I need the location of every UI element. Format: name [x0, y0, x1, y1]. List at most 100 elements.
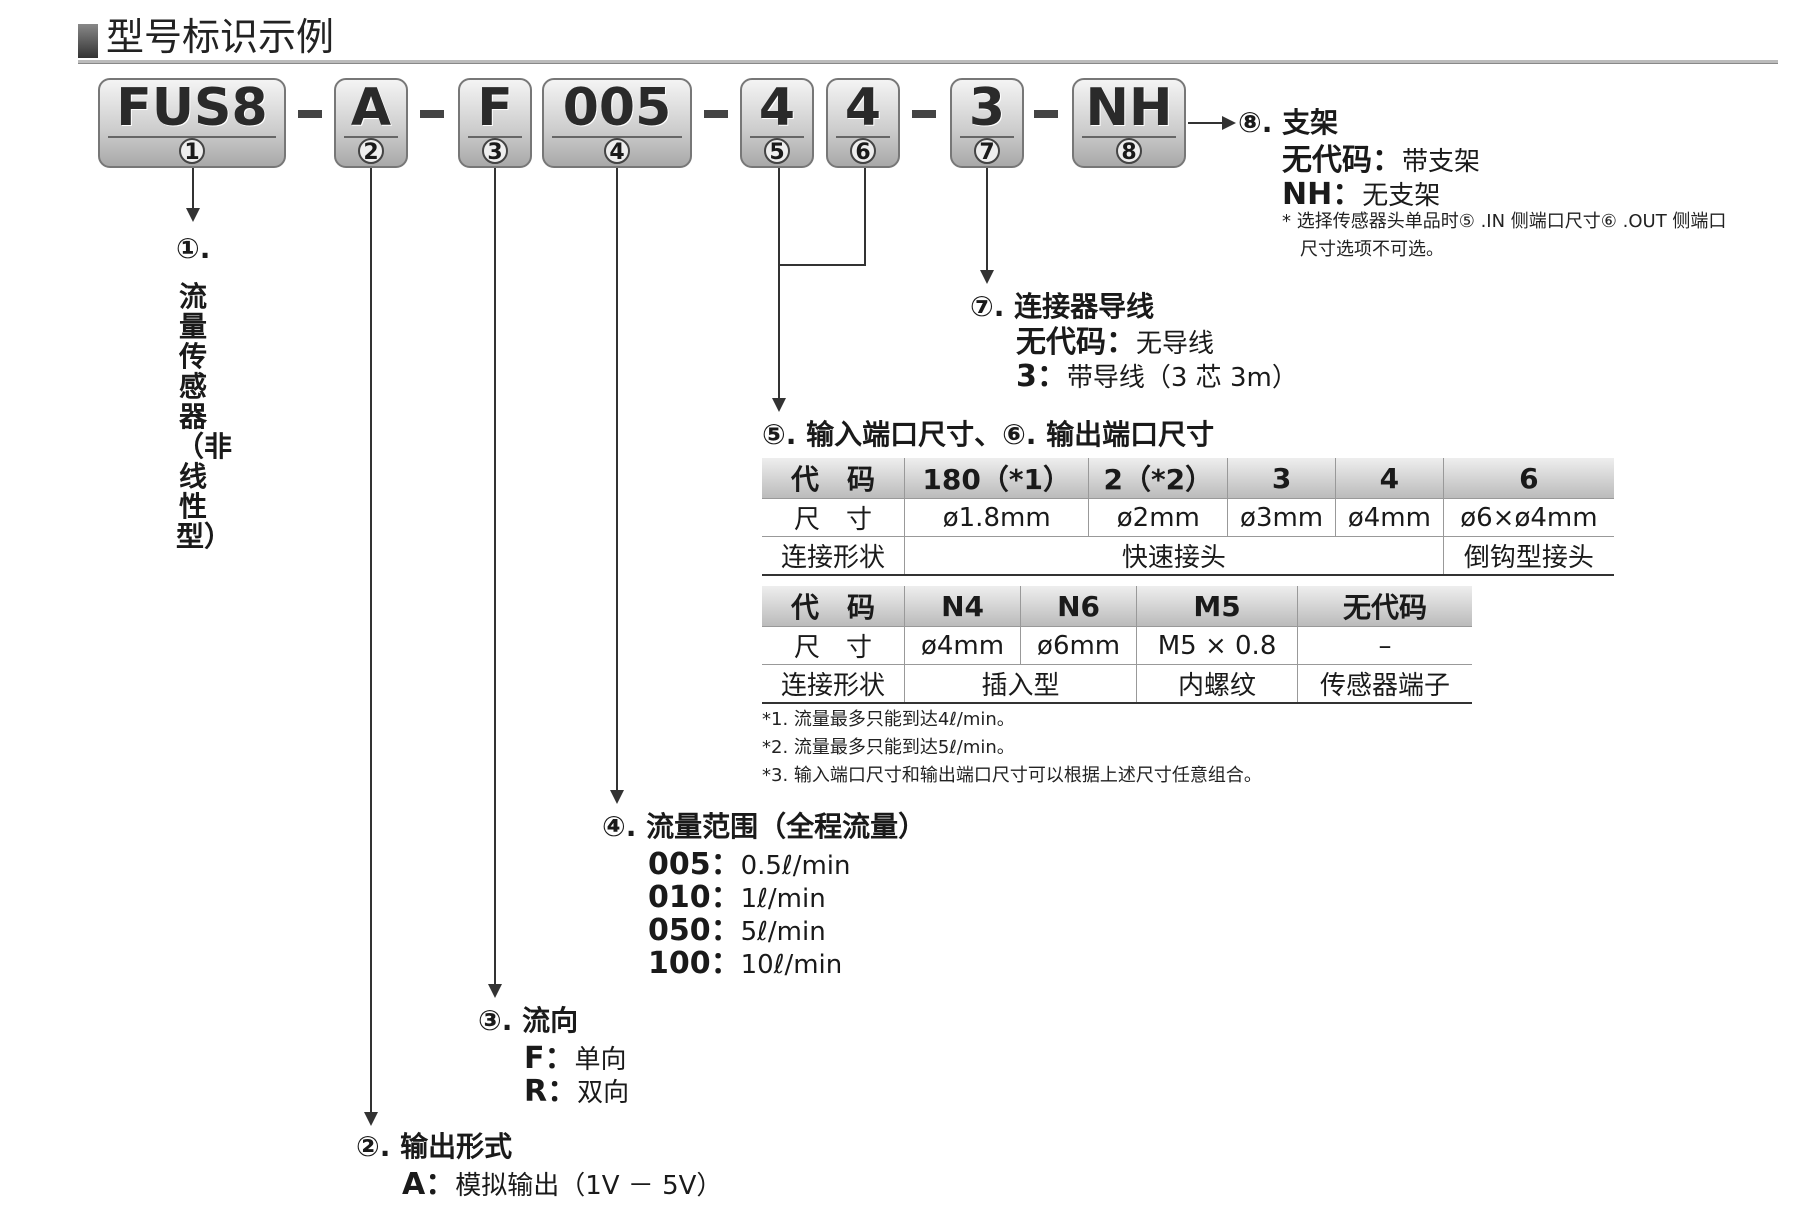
- section-1-mark: ①.: [176, 232, 211, 265]
- dash-separator: [912, 110, 936, 118]
- arrow-down-icon: [980, 270, 994, 284]
- code-cell: 180（*1）: [904, 458, 1090, 499]
- arrow-down-icon: [772, 398, 786, 412]
- size-cell: M5 × 0.8: [1136, 626, 1298, 665]
- arrow-down-icon: [610, 790, 624, 804]
- circle-number: 6: [850, 138, 876, 165]
- option-text: 模拟输出（1V － 5V）: [455, 1171, 723, 1201]
- code-text: 3: [968, 78, 1006, 138]
- connector-join-56: [778, 264, 866, 266]
- circle-number: 1: [179, 138, 205, 165]
- size-cell: ø2mm: [1088, 498, 1229, 537]
- arrow-down-icon: [364, 1112, 378, 1126]
- size-cell: ø1.8mm: [904, 498, 1090, 537]
- size-cell: ø4mm: [1335, 498, 1444, 537]
- row-label: 尺 寸: [762, 498, 905, 537]
- size-cell: –: [1297, 626, 1472, 665]
- code-box-4: 005 4: [542, 78, 692, 168]
- connector-line-3: [494, 168, 496, 986]
- table-note-3: *3. 输入端口尺寸和输出端口尺寸可以根据上述尺寸任意组合。: [762, 765, 1262, 786]
- option-text: 1ℓ/min: [740, 884, 826, 914]
- circle-number: 4: [604, 138, 630, 165]
- shape-cell: 倒钩型接头: [1443, 536, 1614, 576]
- section-2-option-1: A：模拟输出（1V － 5V）: [402, 1167, 723, 1202]
- option-text: 10ℓ/min: [740, 950, 843, 980]
- section-4-option-3: 050：5ℓ/min: [648, 913, 826, 948]
- connector-line-2: [370, 168, 372, 1114]
- dash-separator: [420, 110, 444, 118]
- title-divider: [78, 60, 1778, 64]
- option-text: 带支架: [1402, 147, 1481, 177]
- section-8-option-1: 无代码：带支架: [1282, 143, 1481, 178]
- code-box-6: 4 6: [826, 78, 900, 168]
- arrow-down-icon: [186, 208, 200, 222]
- section-4-option-1: 005：0.5ℓ/min: [648, 847, 851, 882]
- section-4-heading: ④. 流量范围（全程流量）: [602, 810, 927, 843]
- shape-cell: 传感器端子: [1297, 664, 1472, 704]
- option-code: 无代码: [1016, 325, 1106, 360]
- shape-cell: 快速接头: [904, 536, 1444, 576]
- section-7-option-2: 3：带导线（3 芯 3m）: [1016, 359, 1298, 394]
- row-label: 连接形状: [762, 664, 905, 704]
- page-title: 型号标识示例: [106, 15, 335, 59]
- row-label: 尺 寸: [762, 626, 905, 665]
- circle-number: 2: [358, 138, 384, 165]
- code-cell: N4: [904, 586, 1022, 627]
- section-56-heading: ⑤. 输入端口尺寸、⑥. 输出端口尺寸: [762, 418, 1215, 451]
- code-text: F: [477, 78, 513, 138]
- code-box-2: A 2: [334, 78, 408, 168]
- code-cell: 3: [1227, 458, 1336, 499]
- shape-cell: 插入型: [904, 664, 1138, 704]
- code-box-7: 3 7: [950, 78, 1024, 168]
- section-7-heading: ⑦. 连接器导线: [970, 290, 1155, 323]
- option-text: 无导线: [1136, 329, 1215, 359]
- section-4-option-4: 100：10ℓ/min: [648, 946, 843, 981]
- section-8-note-line-2: 尺寸选项不可选。: [1300, 239, 1444, 260]
- dash-separator: [298, 110, 322, 118]
- code-box-8: NH 8: [1072, 78, 1186, 168]
- option-code: R: [524, 1074, 548, 1109]
- section-8-heading: ⑧. 支架: [1238, 106, 1339, 139]
- section-2-heading: ②. 输出形式: [356, 1130, 513, 1163]
- section-3-heading: ③. 流向: [478, 1004, 579, 1037]
- code-cell: M5: [1136, 586, 1298, 627]
- circle-number: 7: [974, 138, 1000, 165]
- circle-number: 5: [764, 138, 790, 165]
- arrow-down-icon: [488, 984, 502, 998]
- row-label: 代 码: [762, 458, 905, 499]
- code-cell: 无代码: [1297, 586, 1472, 627]
- option-text: 无支架: [1362, 181, 1441, 211]
- circle-number: 3: [482, 138, 508, 165]
- dash-separator: [704, 110, 728, 118]
- circle-number: 8: [1116, 138, 1142, 165]
- shape-cell: 内螺纹: [1136, 664, 1298, 704]
- connector-line-8: [1188, 122, 1224, 124]
- size-cell: ø4mm: [904, 626, 1022, 665]
- code-cell: N6: [1020, 586, 1138, 627]
- option-text: 单向: [574, 1045, 627, 1075]
- option-code: 005: [648, 847, 711, 882]
- code-cell: 4: [1335, 458, 1444, 499]
- code-text: FUS8: [116, 78, 268, 138]
- option-code: 010: [648, 880, 711, 915]
- section-3-option-2: R：双向: [524, 1074, 630, 1109]
- section-1-label: 流量传感器（非线性型）: [176, 280, 233, 553]
- code-text: A: [350, 78, 392, 138]
- option-code: 100: [648, 946, 711, 981]
- port-size-table-1: 代 码 180（*1） 2（*2） 3 4 6 尺 寸 ø1.8mm ø2mm …: [762, 458, 1614, 576]
- option-text: 0.5ℓ/min: [740, 851, 851, 881]
- code-box-5: 4 5: [740, 78, 814, 168]
- section-7-option-1: 无代码：无导线: [1016, 325, 1215, 360]
- option-code: 3: [1016, 359, 1037, 394]
- code-cell: 6: [1443, 458, 1614, 499]
- table-note-2: *2. 流量最多只能到达5ℓ/min。: [762, 737, 1015, 758]
- option-code: F: [524, 1041, 545, 1076]
- code-box-3: F 3: [458, 78, 532, 168]
- section-4-option-2: 010：1ℓ/min: [648, 880, 826, 915]
- title-marker: [78, 24, 98, 58]
- table-note-1: *1. 流量最多只能到达4ℓ/min。: [762, 709, 1015, 730]
- connector-line-7: [986, 168, 988, 272]
- option-code: NH: [1282, 177, 1333, 212]
- connector-line-5: [778, 168, 780, 400]
- connector-line-1: [192, 168, 194, 210]
